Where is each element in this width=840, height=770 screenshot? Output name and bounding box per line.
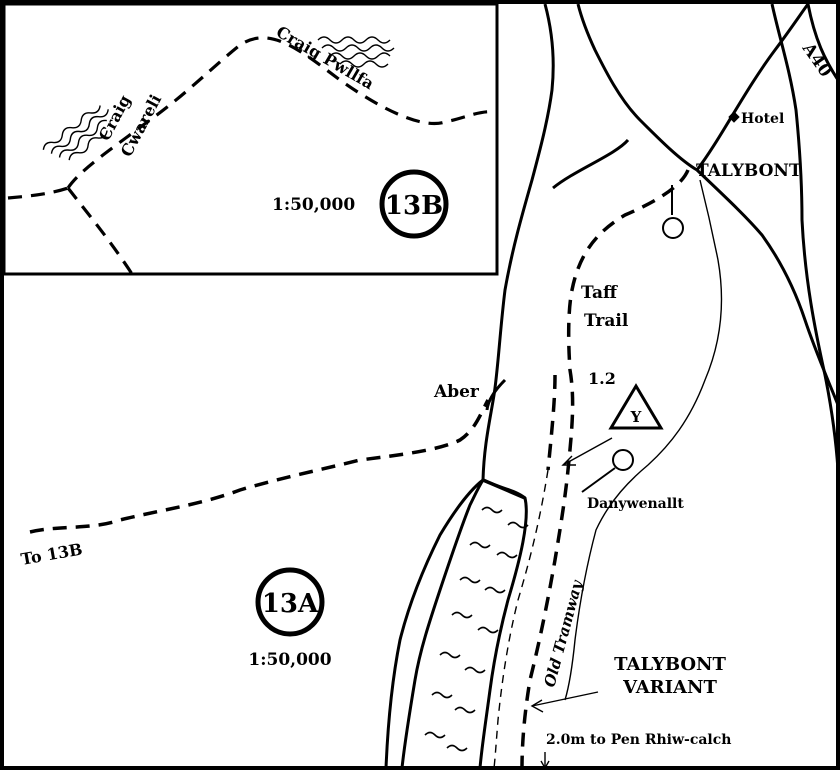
label-hotel: Hotel [741,111,784,127]
inset-map-13b: Craig Pwllfa Craig Cwareli 1:50,000 13B [2,2,499,276]
label-distance-1-2: 1.2 [588,369,616,388]
inset-scale: 1:50,000 [272,195,355,215]
reservoir-water-symbols [424,506,529,752]
label-taff: Taff [581,283,618,303]
label-to-13b: To 13B [19,539,83,568]
label-variant-2: VARIANT [622,677,717,698]
hostel-arrowhead [561,455,576,466]
variant-arrow [531,691,599,707]
danywenallt-pin-circle [612,449,634,471]
down-arrowhead [540,760,550,770]
talybont-pin-circle [662,217,684,239]
label-talybont: TALYBONT [696,161,802,181]
main-map-13a [29,3,840,770]
crag-hatching-cwareli [42,105,109,161]
main-scale: 1:50,000 [248,650,331,670]
hostel-arrow [562,437,613,466]
label-aber: Aber [433,382,480,402]
label-danywenallt: Danywenallt [587,496,684,512]
label-distance-2-0: 2.0m to Pen Rhiw-calch [546,732,731,748]
trail-strip-east [552,138,630,190]
variant-arrowhead [530,699,544,713]
inset-footpath-upper [66,36,496,189]
youth-hostel-triangle [608,383,664,430]
youth-hostel-symbol: Y [630,408,642,426]
taff-trail-route [520,169,690,769]
lane-north [576,3,698,172]
river-east-bank [564,179,723,701]
inset-footpath-south [66,187,134,275]
crag-hatching-pwllfa [317,36,395,68]
road-a40-west-edge [770,3,840,471]
reservoir-outer-edge [384,478,484,769]
hotel-marker [728,111,740,123]
route-to-13b [29,399,490,534]
danywenallt-pin-stem [581,467,616,493]
label-a40: A40 [797,39,835,82]
label-variant-1: TALYBONT [614,654,726,675]
inset-badge-circle [379,169,449,239]
label-trail: Trail [584,311,629,331]
reservoir-dam [482,478,526,500]
main-badge-13a: 13A [262,589,319,619]
lane-aber [485,378,507,411]
disused-line [493,469,549,769]
road-to-talybont [695,3,810,171]
valley-road-west [481,3,555,481]
main-badge-circle [255,567,325,637]
reservoir-outline [400,478,528,770]
road-a40-east-edge [806,3,840,81]
inset-footpath-west [7,186,69,200]
trail-spur [546,374,557,471]
road-southeast [695,168,840,406]
inset-badge-13b: 13B [385,191,443,221]
label-old-tramway: Old Tramway [540,577,586,689]
